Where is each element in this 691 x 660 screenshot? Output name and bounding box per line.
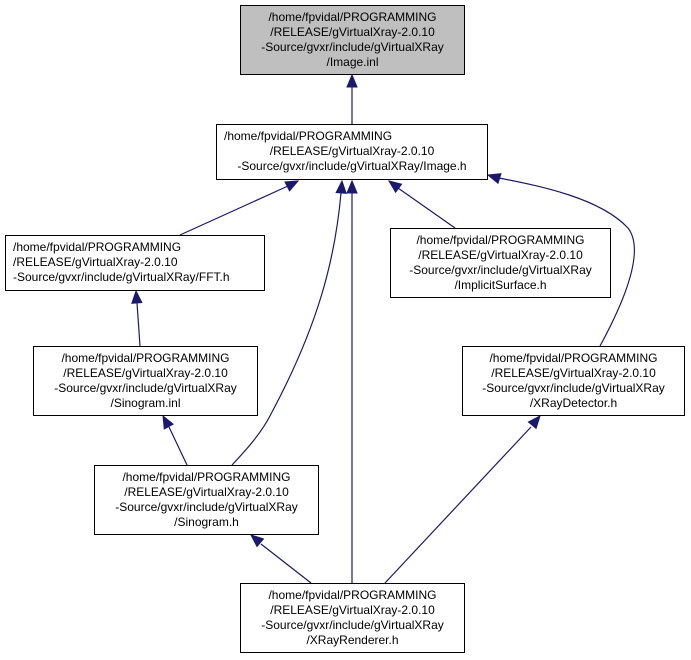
node-xray-renderer-h-line-4: /XRayRenderer.h (306, 633, 399, 647)
arrowhead-sinogram-h-to-image-h (335, 179, 347, 194)
node-xray-renderer-h[interactable]: /home/fpvidal/PROGRAMMING /RELEASE/gVirt… (240, 583, 465, 653)
arrowhead-image-h-to-image-inl (346, 73, 358, 88)
node-implicit-surface-h-line-4: /ImplicitSurface.h (454, 278, 547, 292)
node-implicit-surface-h-line-3: -Source/gvxr/include/gVirtualXRay (409, 263, 592, 277)
node-xray-renderer-h-line-1: /home/fpvidal/PROGRAMMING (268, 588, 437, 602)
arrowhead-sinogram-inl-to-fft-h (131, 289, 143, 304)
arrowhead-xraydetector-h-to-image-h (486, 173, 502, 185)
node-sinogram-inl-line-4: /Sinogram.inl (110, 396, 181, 410)
node-implicit-surface-h-line-2: /RELEASE/gVirtualXray-2.0.10 (418, 248, 583, 262)
arrowhead-xrayrenderer-h-to-xraydetector-h (527, 415, 541, 430)
node-fft-h-line-2: /RELEASE/gVirtualXray-2.0.10 (13, 255, 178, 269)
node-sinogram-inl-line-2: /RELEASE/gVirtualXray-2.0.10 (63, 366, 228, 380)
node-sinogram-h-line-2: /RELEASE/gVirtualXray-2.0.10 (124, 485, 289, 499)
node-sinogram-h-line-4: /Sinogram.h (174, 515, 239, 529)
node-xray-detector-h-line-2: /RELEASE/gVirtualXray-2.0.10 (491, 366, 656, 380)
node-xray-renderer-h-line-3: -Source/gvxr/include/gVirtualXRay (261, 618, 444, 632)
node-image-inl-line-1: /home/fpvidal/PROGRAMMING (268, 10, 437, 24)
node-image-h-line-2: /RELEASE/gVirtualXray-2.0.10 (269, 144, 435, 158)
edge-fft-h-to-image-h (179, 185, 289, 236)
node-implicit-surface-h-line-1: /home/fpvidal/PROGRAMMING (416, 233, 585, 247)
edge-xrayrenderer-h-to-sinogram-h (260, 543, 312, 584)
arrowhead-sinogram-h-to-sinogram-inl (162, 414, 174, 430)
node-image-inl-line-3: -Source/gvxr/include/gVirtualXRay (261, 40, 444, 54)
node-fft-h-line-3: -Source/gvxr/include/gVirtualXRay/FFT.h (13, 270, 230, 284)
node-image-inl: /home/fpvidal/PROGRAMMING /RELEASE/gVirt… (240, 5, 465, 75)
node-sinogram-h-line-1: /home/fpvidal/PROGRAMMING (122, 470, 291, 484)
node-sinogram-h-line-3: -Source/gvxr/include/gVirtualXRay (115, 500, 298, 514)
node-image-h-line-3: -Source/gvxr/include/gVirtualXRay/Image.… (237, 159, 467, 173)
node-sinogram-inl-line-3: -Source/gvxr/include/gVirtualXRay (54, 381, 237, 395)
node-image-h[interactable]: /home/fpvidal/PROGRAMMING /RELEASE/gVirt… (216, 124, 488, 180)
node-implicit-surface-h[interactable]: /home/fpvidal/PROGRAMMING /RELEASE/gVirt… (390, 228, 611, 298)
node-xray-renderer-h-line-2: /RELEASE/gVirtualXray-2.0.10 (270, 603, 435, 617)
edge-implicit-h-to-image-h (397, 187, 456, 229)
edge-sinogram-h-to-image-h (231, 192, 342, 466)
edge-xraydetector-h-to-image-h (498, 177, 635, 347)
edge-sinogram-inl-to-fft-h (136, 302, 141, 347)
node-xray-detector-h[interactable]: /home/fpvidal/PROGRAMMING /RELEASE/gVirt… (462, 346, 685, 416)
node-sinogram-h[interactable]: /home/fpvidal/PROGRAMMING /RELEASE/gVirt… (94, 465, 319, 535)
node-fft-h[interactable]: /home/fpvidal/PROGRAMMING /RELEASE/gVirt… (5, 235, 265, 291)
node-image-h-line-1: /home/fpvidal/PROGRAMMING (224, 129, 393, 143)
edge-xrayrenderer-h-to-xraydetector-h (384, 426, 532, 584)
node-image-inl-line-4: /Image.inl (326, 55, 379, 69)
arrowhead-xrayrenderer-h-to-sinogram-h (250, 534, 265, 548)
edge-sinogram-h-to-sinogram-inl (168, 426, 188, 466)
arrowhead-implicit-h-to-image-h (387, 180, 403, 194)
node-sinogram-inl-line-1: /home/fpvidal/PROGRAMMING (61, 351, 230, 365)
arrowhead-xrayrenderer-h-to-image-h (346, 179, 358, 194)
node-xray-detector-h-line-3: -Source/gvxr/include/gVirtualXRay (482, 381, 665, 395)
node-image-inl-line-2: /RELEASE/gVirtualXray-2.0.10 (270, 25, 435, 39)
node-xray-detector-h-line-1: /home/fpvidal/PROGRAMMING (489, 351, 658, 365)
node-xray-detector-h-line-4: /XRayDetector.h (529, 396, 618, 410)
arrowhead-fft-h-to-image-h (284, 180, 300, 192)
node-fft-h-line-1: /home/fpvidal/PROGRAMMING (13, 240, 182, 254)
node-sinogram-inl[interactable]: /home/fpvidal/PROGRAMMING /RELEASE/gVirt… (33, 346, 258, 416)
